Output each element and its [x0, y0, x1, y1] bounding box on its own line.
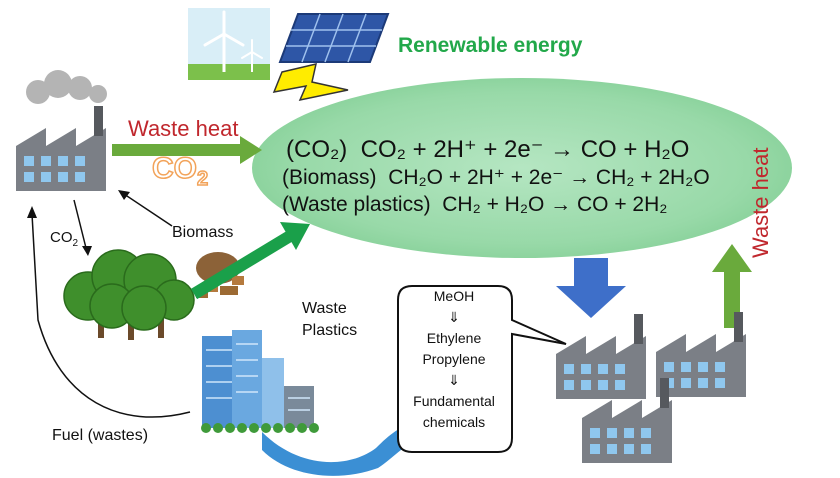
biomass-arrow: [190, 222, 310, 300]
river-icon: [262, 420, 420, 476]
callout-box: [397, 285, 567, 453]
co2-big-label: CO2: [151, 151, 209, 191]
factory-icon: [556, 314, 646, 399]
callout-line: ⇓: [448, 372, 460, 388]
wind-turbine-icon: [188, 8, 270, 80]
smoke-icon: [26, 70, 107, 104]
product-arrow: [556, 258, 626, 318]
renewable-energy-label: Renewable energy: [398, 34, 583, 57]
waste-heat-label-left: Waste heat: [128, 116, 239, 141]
co2-small-label: CO2: [50, 229, 79, 249]
tree-icon: [63, 249, 195, 340]
callout-text: MeOH ⇓ Ethylene Propylene ⇓ Fundamental …: [398, 286, 510, 452]
factory-icon: [16, 106, 106, 191]
solar-panel-icon: [278, 13, 390, 63]
reaction-co2: (CO₂) CO₂ + 2H⁺ + 2e⁻ → CO + H₂O: [286, 136, 690, 163]
callout-line: ⇓: [448, 309, 460, 325]
waste-heat-label-right: Waste heat: [748, 147, 773, 258]
reaction-ellipse: [252, 78, 792, 258]
callout-line: Propylene: [422, 351, 486, 367]
waste-heat-arrow: [112, 136, 262, 164]
callout-line: MeOH: [433, 288, 475, 304]
fuel-wastes-label: Fuel (wastes): [52, 427, 149, 444]
flow-arrows: [27, 190, 191, 418]
city-buildings-icon: [201, 330, 319, 433]
reaction-waste-plastics: (Waste plastics) CH₂ + H₂O → CO + 2H₂: [282, 193, 668, 216]
reaction-biomass: (Biomass) CH₂O + 2H⁺ + 2e⁻ → CH₂ + 2H₂O: [282, 166, 710, 189]
lightning-bolt-icon: [272, 62, 349, 102]
callout-line: chemicals: [422, 414, 486, 430]
callout-line: Ethylene: [426, 330, 482, 346]
callout-line: Fundamental: [413, 393, 495, 409]
biomass-label: Biomass: [172, 224, 234, 241]
waste-heat-up-arrow: [712, 244, 752, 328]
